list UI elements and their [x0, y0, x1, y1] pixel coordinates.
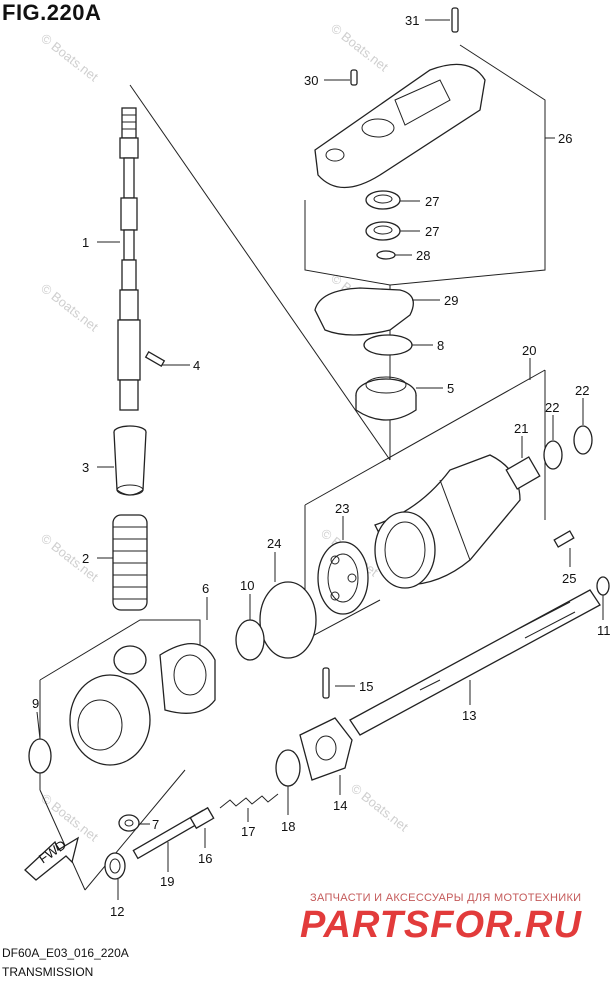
watermark: © Boats.net: [38, 531, 101, 585]
clutch-dog: [299, 717, 353, 781]
ring-18: [275, 749, 301, 787]
callout-3: 3: [82, 460, 89, 475]
callout-22b: 22: [575, 383, 589, 398]
o-ring-24: [259, 581, 317, 659]
callout-2: 2: [82, 551, 89, 566]
callout-17: 17: [241, 824, 255, 839]
callout-27a: 27: [425, 194, 439, 209]
callout-15: 15: [359, 679, 373, 694]
shim-9: [28, 738, 52, 774]
shop-logo: PARTSFOR.RU: [300, 904, 582, 946]
gear-set: [69, 642, 216, 766]
callout-24: 24: [267, 536, 281, 551]
callout-26: 26: [558, 131, 572, 146]
water-pump-plate: [314, 63, 486, 188]
washer-12: [104, 852, 126, 880]
callout-30: 30: [304, 73, 318, 88]
fwd-arrow-icon: FWD: [24, 836, 80, 881]
o-ring-small: [376, 250, 396, 260]
gasket: [314, 287, 414, 336]
dowel-pin-30: [350, 69, 358, 86]
callout-21: 21: [514, 421, 528, 436]
watermark: © Boats.net: [38, 281, 101, 335]
leaders: [36, 19, 604, 900]
callout-10: 10: [240, 578, 254, 593]
bearing-23: [317, 541, 369, 615]
upper-frame: [129, 44, 546, 461]
callout-6: 6: [202, 581, 209, 596]
figure-subtitle: TRANSMISSION: [2, 965, 94, 979]
figure-code: DF60A_E03_016_220A: [2, 946, 129, 960]
shift-rod: [132, 806, 215, 860]
figure-title: FIG.220A: [2, 0, 102, 25]
callout-18: 18: [281, 819, 295, 834]
ring-22-b: [573, 425, 593, 455]
watermark: © Boats.net: [328, 21, 391, 75]
ring-22-a: [543, 440, 563, 470]
gear-housing: [374, 454, 521, 589]
bolt-25: [553, 530, 575, 548]
callout-8: 8: [437, 338, 444, 353]
pin: [144, 351, 166, 367]
callout-7: 7: [152, 817, 159, 832]
callout-20: 20: [522, 343, 536, 358]
callout-29: 29: [444, 293, 458, 308]
pin-15: [322, 667, 330, 699]
shaft-sleeve: [113, 425, 147, 496]
callout-1: 1: [82, 235, 89, 250]
oil-seal-upper: [365, 190, 401, 210]
bearing-5: [355, 376, 417, 421]
callout-27b: 27: [425, 224, 439, 239]
callout-19: 19: [160, 874, 174, 889]
oil-seal-lower: [365, 221, 401, 241]
callout-13: 13: [462, 708, 476, 723]
callouts: 1 2 3 4 5 6 7 8 9 10 11 12 13 14 15 16 1…: [32, 13, 611, 919]
watermark: © Boats.net: [38, 31, 101, 85]
callout-22a: 22: [545, 400, 559, 415]
callout-11: 11: [597, 623, 611, 638]
callout-12: 12: [110, 904, 124, 919]
spring-17: [219, 793, 279, 809]
o-ring-8: [363, 334, 413, 356]
drive-shaft: [117, 107, 141, 411]
callout-23: 23: [335, 501, 349, 516]
watermark: © Boats.net: [38, 791, 101, 845]
propeller-shaft: [349, 589, 601, 736]
dowel-pin-31: [451, 7, 459, 33]
callout-16: 16: [198, 851, 212, 866]
callout-31: 31: [405, 13, 419, 28]
circlip-11: [596, 576, 610, 596]
callout-9: 9: [32, 696, 39, 711]
o-ring-10: [235, 619, 265, 661]
shaft-spring: [112, 514, 148, 611]
shop-tagline: ЗАПЧАСТИ И АКСЕССУАРЫ ДЛЯ МОТОТЕХНИКИ: [310, 892, 582, 904]
watermark: © Boats.net: [348, 781, 411, 835]
callout-28: 28: [416, 248, 430, 263]
callout-4: 4: [193, 358, 200, 373]
callout-5: 5: [447, 381, 454, 396]
bushing-21: [505, 456, 541, 490]
callout-25: 25: [562, 571, 576, 586]
callout-14: 14: [333, 798, 347, 813]
nut-7: [118, 814, 140, 832]
